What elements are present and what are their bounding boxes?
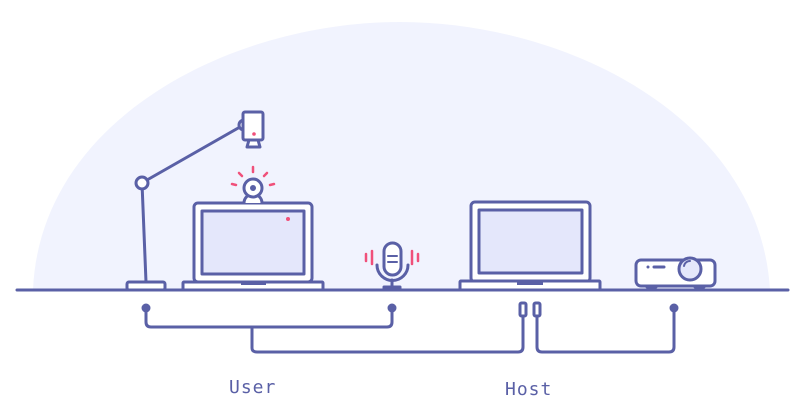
host-cables (532, 301, 679, 354)
host-label: Host (505, 379, 553, 400)
host-laptop-icon (458, 200, 602, 292)
user-laptop-icon (181, 201, 325, 292)
projector-icon (634, 256, 717, 289)
webcam-icon (230, 165, 276, 205)
user-cables (141, 301, 528, 354)
document-camera-icon (125, 110, 265, 292)
user-label: User (229, 377, 277, 398)
